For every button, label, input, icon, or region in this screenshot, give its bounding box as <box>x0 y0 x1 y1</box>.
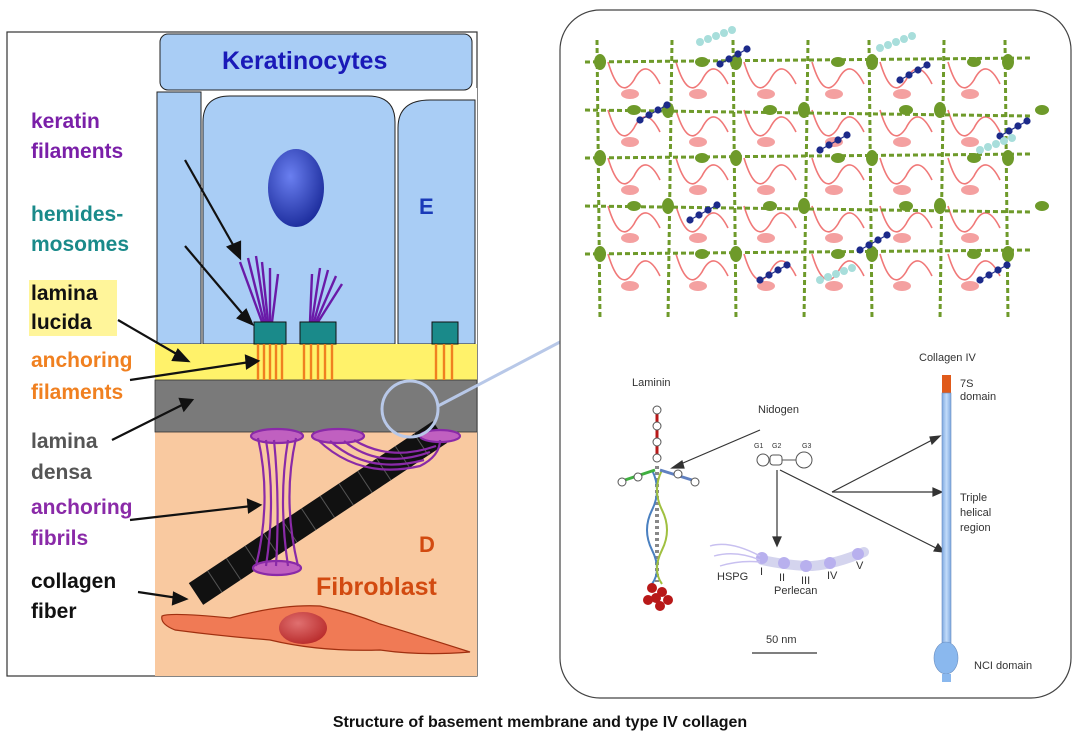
keratinocytes-banner <box>159 33 473 91</box>
nidogen-g2-label: G2 <box>772 443 782 450</box>
perlecan-domain-i: I <box>760 566 764 578</box>
zoom-connector <box>437 340 561 408</box>
perlecan-molecule <box>709 543 869 572</box>
scale-bar-label: 50 nm <box>766 634 797 646</box>
nidogen-g1-label: G1 <box>754 443 764 450</box>
laminin-label: Laminin <box>632 377 671 389</box>
anchoring-filaments-label-2: filaments <box>31 381 124 404</box>
anchoring-filaments-label-1: anchoring <box>31 349 133 372</box>
perlecan-domain-iv: IV <box>827 570 838 582</box>
figure-caption: Structure of basement membrane and type … <box>332 714 748 731</box>
anchoring-fibrils-label-1: anchoring <box>31 496 133 519</box>
keratin-label-2: filaments <box>31 140 124 163</box>
nci-domain-label: NCI domain <box>974 660 1033 672</box>
collagen-network <box>584 26 1049 321</box>
epidermis-letter: E <box>419 194 434 219</box>
fibroblast-label: Fibroblast <box>316 573 437 601</box>
collagen-iv-molecule <box>933 375 959 682</box>
interaction-arrows <box>670 429 946 553</box>
keratinocyte-cell-left <box>156 91 202 345</box>
triple-helical-label-1: Triple <box>960 492 988 504</box>
collagen-fiber-label-1: collagen <box>31 570 117 593</box>
hspg-label: HSPG <box>717 571 749 583</box>
perlecan-domain-ii: II <box>779 572 786 584</box>
dermis-letter: D <box>419 532 435 557</box>
keratinocyte-nucleus <box>268 149 324 227</box>
perlecan-domain-v: V <box>856 560 864 572</box>
hemidesmosome-1 <box>253 321 287 345</box>
perlecan-domain-iii: III <box>801 575 811 587</box>
zoom-circle <box>380 379 440 439</box>
7s-domain-label-1: 7S <box>960 378 974 390</box>
anchoring-fibrils-label-2: fibrils <box>31 527 89 550</box>
keratinocytes-title: Keratinocytes <box>222 47 388 75</box>
nidogen-g3-label: G3 <box>802 443 812 450</box>
hemidesmosomes-label-1: hemides- <box>31 203 124 226</box>
anchoring-fibrils <box>249 427 462 577</box>
lamina-densa-label-2: densa <box>31 461 92 484</box>
laminin-molecule <box>617 405 700 611</box>
lamina-lucida-highlight <box>29 280 117 336</box>
lamina-lucida-label-1: lamina <box>31 282 98 305</box>
fibroblast-nucleus <box>279 612 327 644</box>
lamina-lucida-band <box>155 344 477 380</box>
7s-domain-label-2: domain <box>960 391 997 403</box>
collagen-fiber-label-2: fiber <box>31 600 77 623</box>
anchoring-filaments <box>256 344 454 380</box>
triple-helical-label-3: region <box>960 522 991 534</box>
keratin-filament-bundles <box>238 255 344 323</box>
perlecan-label: Perlecan <box>774 585 818 597</box>
nidogen-molecule <box>756 451 813 469</box>
basement-membrane-schematic <box>6 31 561 677</box>
lamina-densa-label-1: lamina <box>31 430 98 453</box>
lamina-lucida-label-2: lucida <box>31 311 92 334</box>
triple-helical-label-2: helical <box>960 507 992 519</box>
lamina-densa-band <box>154 379 478 433</box>
nidogen-label: Nidogen <box>758 404 799 416</box>
keratin-label-1: keratin <box>31 110 100 133</box>
keratinocyte-cell-right <box>397 99 476 345</box>
type-iv-collagen-panel <box>559 9 1072 699</box>
hemidesmosome-2 <box>299 321 337 345</box>
hemidesmosome-3 <box>431 321 459 345</box>
collagen-iv-label: Collagen IV <box>919 352 976 364</box>
label-arrows <box>111 159 263 606</box>
hemidesmosomes-label-2: mosomes <box>31 233 130 256</box>
